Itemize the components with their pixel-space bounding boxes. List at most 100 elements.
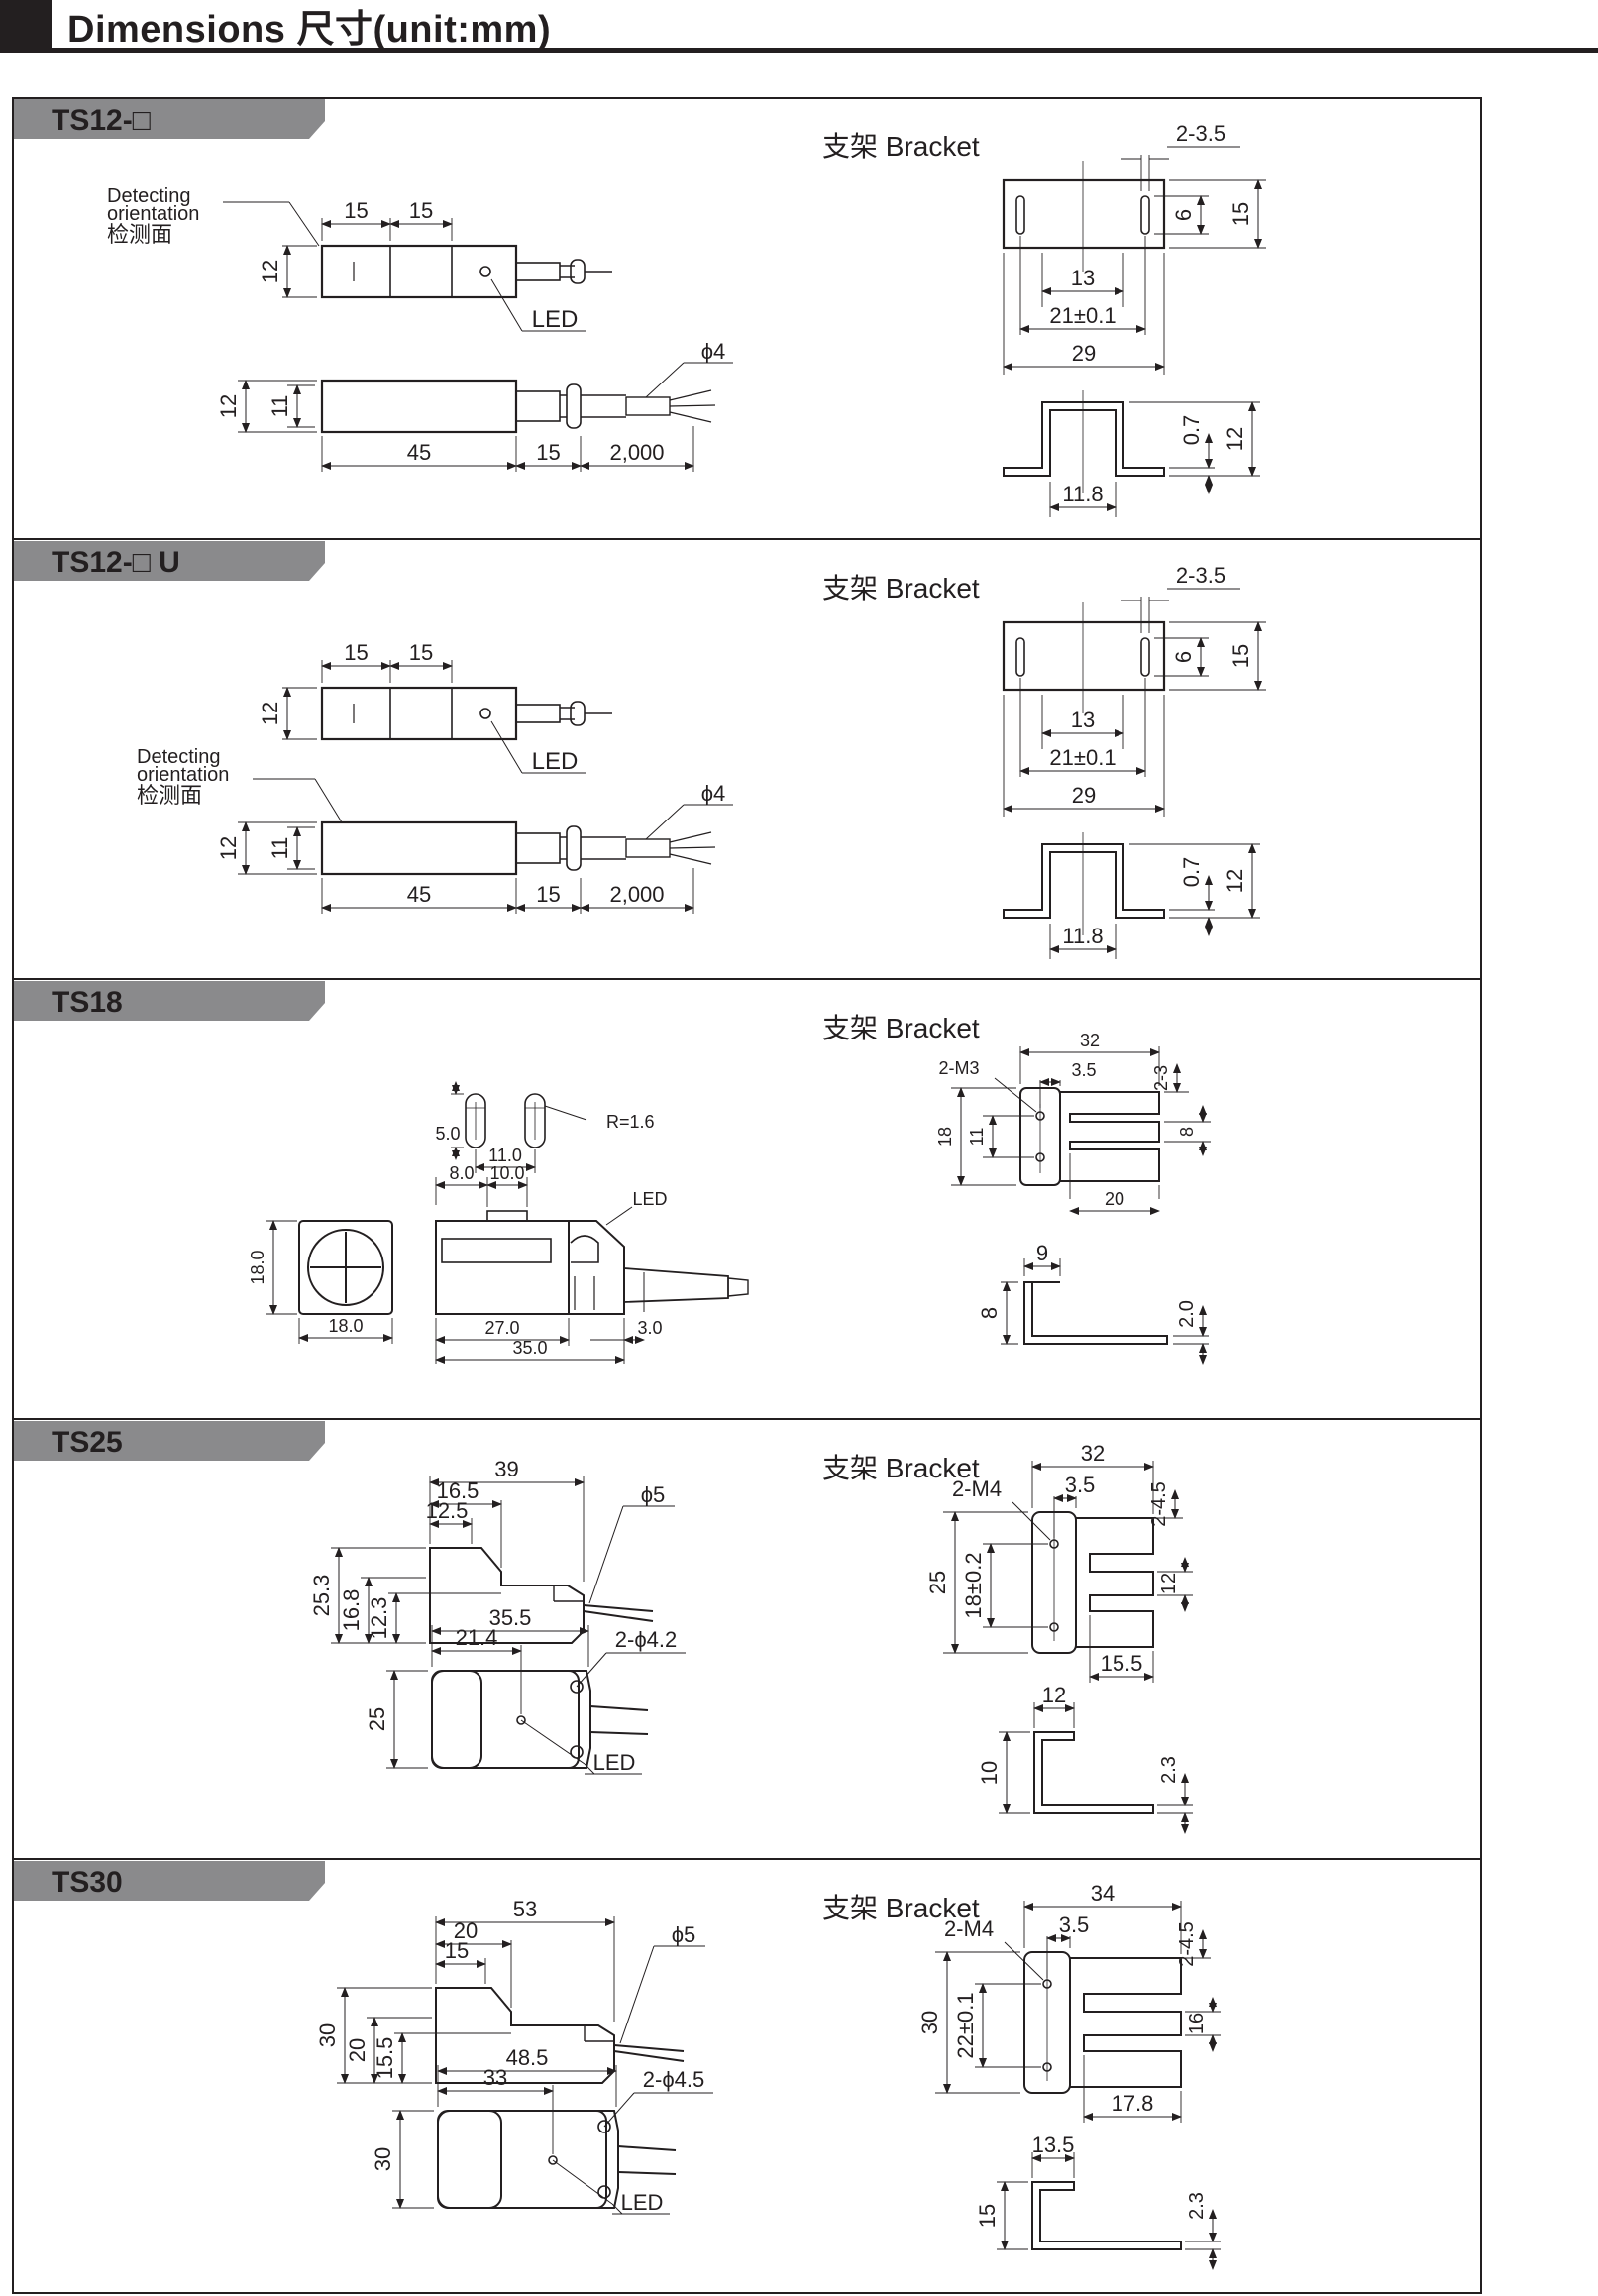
- dim-label: 25: [365, 1707, 389, 1731]
- section-label: TS25: [52, 1426, 123, 1459]
- section-tab: [14, 1421, 325, 1461]
- dim-label: 48.5: [506, 2045, 549, 2070]
- dim-label: 34: [1091, 1881, 1115, 1906]
- dim-label: 12: [1042, 1683, 1066, 1707]
- dim-label: 12: [1158, 1573, 1180, 1594]
- section-tab: [14, 541, 325, 581]
- dim-label: 2.3: [1158, 1756, 1180, 1784]
- dim-label: 5.0: [435, 1124, 460, 1144]
- section-label: TS12-□: [52, 104, 152, 137]
- dim-label: 8.0: [449, 1163, 474, 1183]
- dim-label: 6: [1171, 651, 1196, 663]
- dim-label: 11: [267, 837, 292, 860]
- dim-label: 10.0: [489, 1163, 524, 1183]
- dim-label: 20: [1105, 1189, 1124, 1209]
- dim-label: 45: [407, 882, 431, 907]
- dim-label: 3.5: [1071, 1060, 1096, 1080]
- dim-label: 2-3: [1151, 1065, 1171, 1091]
- dim-label: 2-M3: [938, 1058, 979, 1078]
- mount-hole-label: 2-ϕ4.5: [643, 2067, 704, 2092]
- dim-label: orientation: [107, 203, 199, 225]
- dim-label: 35.5: [489, 1605, 532, 1630]
- dim-label: 25.3: [309, 1575, 334, 1617]
- dim-label: 15: [1228, 202, 1253, 226]
- dim-label: 18±0.2: [961, 1552, 986, 1618]
- section-banner-ts12: TS12-□: [14, 99, 325, 139]
- dim-label: 18: [935, 1127, 955, 1147]
- dim-label: 0.7: [1179, 857, 1204, 888]
- section-banner-ts18: TS18: [14, 981, 325, 1021]
- cable-diameter-label: ϕ5: [641, 1482, 666, 1507]
- dim-label: Detecting: [137, 746, 221, 768]
- dim-label: 15.5: [1101, 1651, 1143, 1676]
- dim-label: 22±0.1: [953, 1992, 978, 2058]
- page-title: Dimensions 尺寸(unit:mm): [67, 9, 552, 51]
- led-label: LED: [593, 1750, 636, 1775]
- cable-diameter-label: ϕ4: [701, 781, 726, 806]
- dim-label: 2-4.5: [1176, 1921, 1198, 1967]
- dim-label: 15: [536, 440, 560, 465]
- dim-label: 2.0: [1176, 1300, 1198, 1328]
- dim-label: 8: [1177, 1127, 1197, 1137]
- bracket-heading: 支架 Bracket: [822, 1013, 980, 1043]
- dim-label: 33: [483, 2065, 507, 2090]
- cable-diameter-label: ϕ4: [701, 339, 726, 364]
- dim-label: 11.0: [488, 1146, 522, 1165]
- dim-label: 10: [977, 1761, 1002, 1785]
- dim-label: 16.5: [437, 1478, 479, 1503]
- dim-label: 2-M4: [944, 1916, 994, 1941]
- dim-label: 12: [1223, 427, 1247, 451]
- dim-label: 11: [967, 1128, 987, 1147]
- dim-label: orientation: [137, 764, 229, 786]
- dim-label: 3.5: [1059, 1913, 1090, 1937]
- bracket-heading: 支架 Bracket: [822, 131, 980, 162]
- drawing-frame: [12, 97, 1482, 2294]
- dim-label: 12.5: [426, 1498, 469, 1523]
- dim-label: R=1.6: [606, 1112, 655, 1132]
- dim-label: 2-M4: [952, 1476, 1002, 1501]
- cable-diameter-label: ϕ5: [672, 1922, 696, 1947]
- dim-label: 15: [975, 2204, 1000, 2228]
- bracket-heading-ts25: 支架 Bracket: [822, 1453, 980, 1483]
- header-square-icon: [0, 0, 52, 48]
- dim-label: 检测面: [137, 783, 202, 808]
- header-rule: [0, 48, 1598, 53]
- dim-label: 25: [925, 1571, 950, 1594]
- section-banner-ts25: TS25: [14, 1421, 325, 1461]
- section-label: TS12-□ U: [52, 546, 180, 579]
- section-banner-ts30: TS30: [14, 1861, 325, 1901]
- dim-label: 21±0.1: [1049, 745, 1116, 770]
- dim-label: 11.8: [1062, 924, 1103, 948]
- bracket-heading-ts18: 支架 Bracket: [822, 1013, 980, 1043]
- header-bar: Dimensions 尺寸(unit:mm): [0, 0, 1598, 53]
- dim-label: 21±0.1: [1049, 303, 1116, 328]
- dim-label: 13: [1071, 708, 1095, 732]
- bracket-heading-ts30: 支架 Bracket: [822, 1893, 980, 1923]
- dim-label: 8: [977, 1307, 1002, 1319]
- dim-label: 12.3: [367, 1597, 391, 1640]
- section-tab: [14, 1861, 325, 1901]
- section-label: TS30: [52, 1866, 123, 1899]
- dim-label: 20: [454, 1918, 478, 1943]
- dim-label: 29: [1072, 783, 1096, 808]
- dim-label: 18.0: [248, 1250, 267, 1284]
- dim-label: 12: [216, 836, 241, 860]
- led-label: LED: [532, 748, 579, 775]
- dim-label: 2.3: [1186, 2192, 1208, 2220]
- section-tab: [14, 99, 325, 139]
- dim-label: 53: [513, 1897, 537, 1921]
- dim-label: 13: [1071, 266, 1095, 290]
- dim-label: 2,000: [609, 882, 664, 907]
- dim-label: 15: [536, 882, 560, 907]
- dim-label: 35.0: [512, 1338, 547, 1358]
- dim-label: 21.4: [456, 1625, 498, 1650]
- dim-label: 3.5: [1065, 1473, 1096, 1497]
- dim-label: 15.5: [373, 2037, 397, 2080]
